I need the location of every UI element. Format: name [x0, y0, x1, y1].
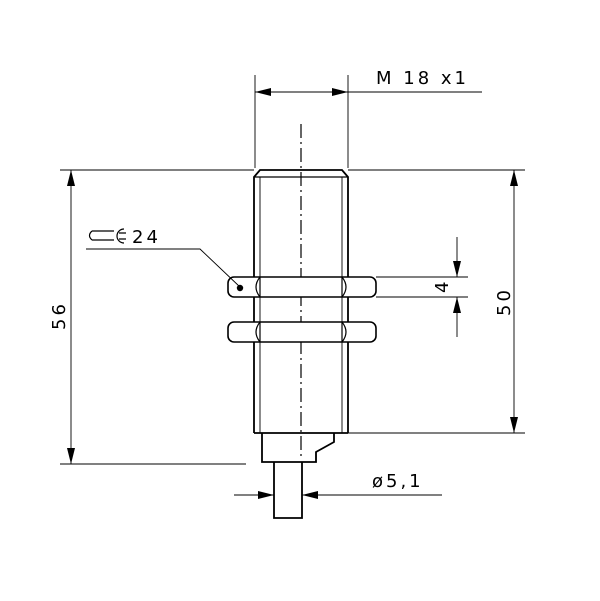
thread-label: M 18 x1	[376, 68, 469, 89]
cable-diameter-dimension: ø5,1	[234, 471, 442, 499]
upper-nut	[227, 276, 377, 298]
thread-dimension: M 18 x1	[254, 68, 482, 168]
open-end-wrench-icon	[88, 228, 126, 244]
nut-thickness-dimension: 4	[376, 237, 468, 337]
thread-length-dimension: 50	[348, 169, 525, 434]
cable-gland	[261, 433, 335, 463]
cable-diameter-label: ø5,1	[372, 471, 424, 492]
overall-length-label: 56	[49, 301, 70, 330]
cable	[273, 462, 303, 519]
wrench-size-callout: 24	[86, 227, 244, 292]
nut-thickness-label: 4	[432, 279, 453, 293]
overall-length-dimension: 56	[49, 169, 254, 465]
thread-length-label: 50	[494, 287, 515, 316]
lower-nut	[227, 321, 377, 343]
sensor-body	[253, 169, 349, 434]
wrench-size-label: 24	[132, 227, 161, 248]
leader-dot	[236, 284, 244, 292]
